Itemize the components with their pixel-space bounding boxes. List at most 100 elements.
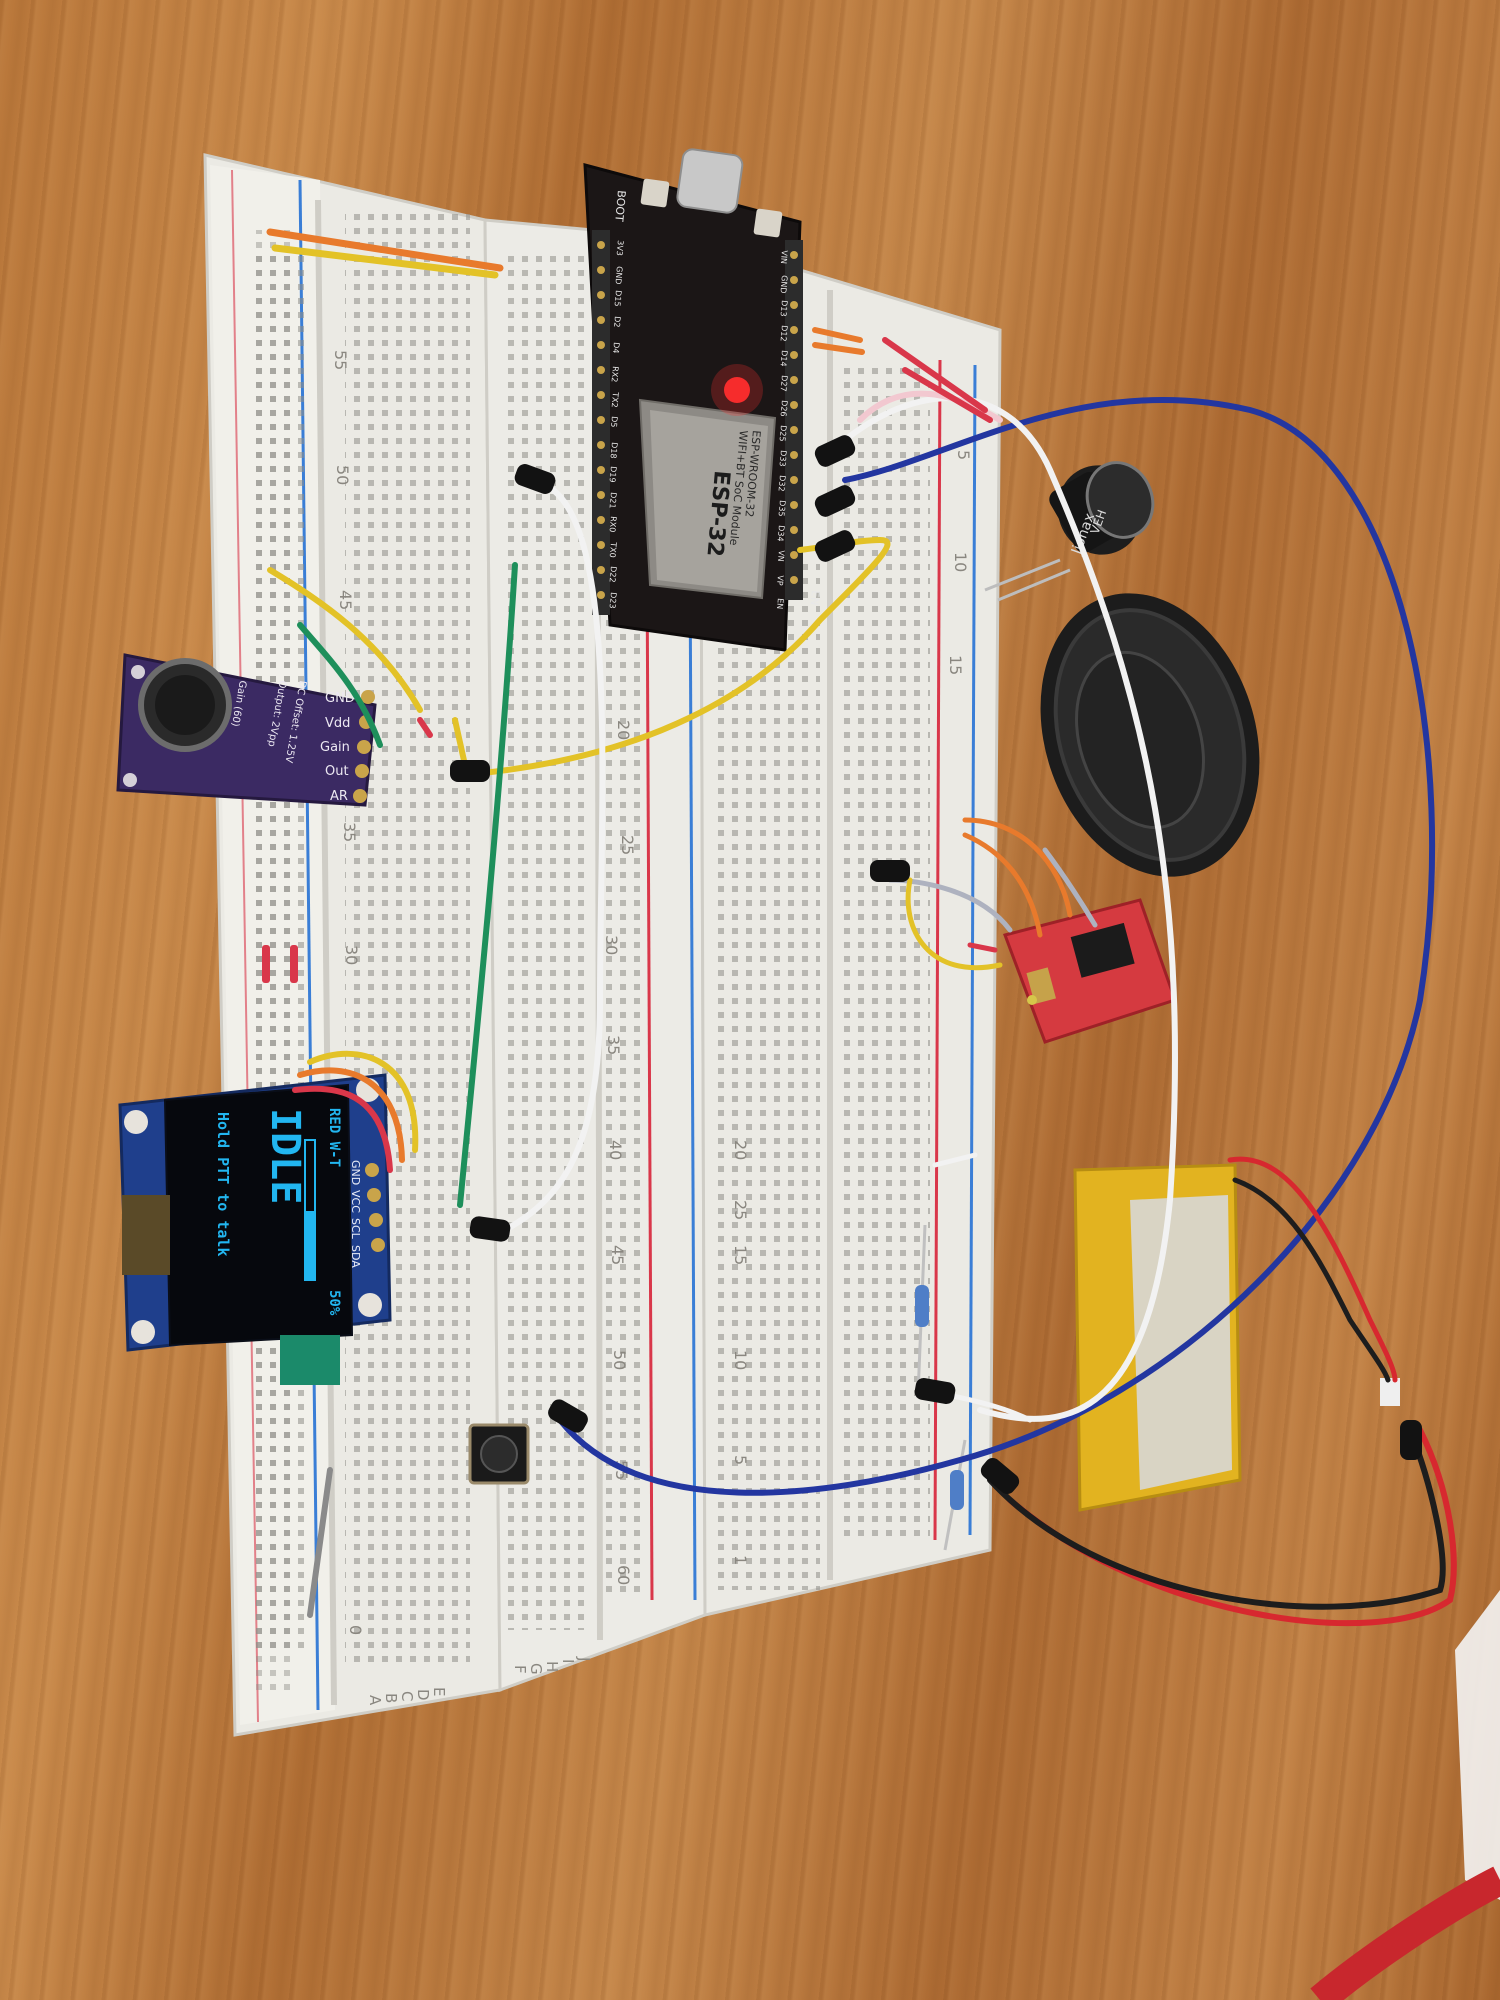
audio-amplifier-module bbox=[1003, 898, 1177, 1044]
mic-pin-gain: Gain bbox=[320, 740, 350, 755]
svg-text:D22: D22 bbox=[608, 566, 618, 583]
oled-status-top: RED W-T bbox=[326, 1108, 342, 1167]
column-letter: E bbox=[430, 1687, 448, 1696]
svg-text:RX2: RX2 bbox=[610, 366, 620, 383]
wire-blue-long bbox=[557, 396, 1435, 1496]
wire-connectors bbox=[450, 435, 1422, 1495]
column-letter: C bbox=[398, 1691, 416, 1701]
wire-green-long bbox=[457, 562, 518, 1208]
svg-text:EN: EN bbox=[775, 598, 785, 610]
svg-text:GND: GND bbox=[778, 275, 789, 294]
oled-screen bbox=[163, 1083, 354, 1347]
svg-text:D27: D27 bbox=[779, 375, 789, 392]
svg-text:GND: GND bbox=[613, 266, 624, 285]
amp-chip bbox=[1070, 922, 1135, 978]
svg-text:VCC: VCC bbox=[349, 1190, 362, 1213]
column-letter: J bbox=[575, 1656, 593, 1661]
svg-text:D15: D15 bbox=[613, 290, 623, 307]
svg-text:D32: D32 bbox=[777, 475, 787, 492]
wire-yellow-audio bbox=[457, 536, 891, 778]
row-number-labels: 55 50 45 40 35 30 25 20 15 10 5 0 bbox=[331, 350, 973, 1635]
oled-level-text: 50% bbox=[326, 1290, 342, 1316]
svg-text:3V3: 3V3 bbox=[615, 240, 625, 256]
row-number: 50 bbox=[610, 1350, 629, 1370]
svg-text:TX0: TX0 bbox=[608, 541, 618, 558]
row-number: 45 bbox=[608, 1245, 627, 1265]
svg-text:D18: D18 bbox=[609, 442, 619, 459]
row-number: 1 bbox=[731, 1555, 750, 1565]
oled-level-fill bbox=[306, 1211, 314, 1279]
svg-text:VIN: VIN bbox=[779, 250, 789, 265]
svg-text:SDA: SDA bbox=[349, 1245, 362, 1268]
svg-text:D14: D14 bbox=[779, 350, 789, 367]
row-number: 25 bbox=[731, 1200, 750, 1220]
column-letter: D bbox=[414, 1689, 432, 1701]
row-number: 10 bbox=[951, 552, 970, 572]
oled-level-bar bbox=[304, 1139, 316, 1281]
wire-white-right bbox=[842, 395, 1178, 1422]
row-number: 40 bbox=[606, 1140, 625, 1160]
mic-pin-vdd: Vdd bbox=[325, 716, 350, 731]
oled-hint-text: Hold PTT to talk bbox=[214, 1112, 232, 1257]
row-number: 50 bbox=[333, 465, 352, 485]
power-led bbox=[724, 377, 750, 403]
row-number: 0 bbox=[346, 1625, 365, 1635]
en-button[interactable] bbox=[753, 208, 783, 238]
svg-text:D21: D21 bbox=[608, 492, 618, 509]
wire-yellow-mic bbox=[267, 567, 423, 713]
svg-text:D23: D23 bbox=[608, 592, 618, 609]
mic-pin-ar: AR bbox=[330, 789, 348, 804]
column-letter: F bbox=[511, 1665, 529, 1674]
column-letter: G bbox=[527, 1663, 545, 1675]
esp32-left-pin-labels: 3V3 GND D15 D2 D4 RX2 TX2 D5 D18 D19 D21… bbox=[608, 240, 625, 609]
boot-label: BOOT bbox=[612, 190, 628, 223]
usb-c-port bbox=[676, 148, 744, 214]
plastic-box bbox=[1455, 1590, 1500, 1900]
wire-orange-top bbox=[266, 228, 504, 272]
wire-yellow-top bbox=[271, 244, 499, 279]
column-letter: A bbox=[366, 1695, 384, 1706]
svg-text:D26: D26 bbox=[779, 400, 789, 417]
oled-display-module: RED W-T IDLE Hold PTT to talk 50% GND VC… bbox=[118, 1073, 392, 1385]
right-row-number-labels: 60 55 50 45 40 35 30 25 20 15 10 5 1 bbox=[602, 935, 750, 1585]
red-cable bbox=[1310, 1866, 1500, 2000]
svg-text:D25: D25 bbox=[778, 425, 788, 442]
svg-text:D5: D5 bbox=[609, 416, 619, 428]
ptt-push-button[interactable] bbox=[468, 1423, 530, 1485]
esp32-board: ESP-32 WIFI+BT SoC Module ESP-WROOM-32 B… bbox=[583, 148, 822, 652]
row-number: 35 bbox=[604, 1035, 623, 1055]
row-number: 30 bbox=[602, 935, 621, 955]
row-number: 60 bbox=[614, 1565, 633, 1585]
row-number: 25 bbox=[618, 835, 637, 855]
oled-mode-text: IDLE bbox=[262, 1108, 308, 1204]
boot-button[interactable] bbox=[640, 178, 670, 208]
svg-text:D4: D4 bbox=[611, 342, 621, 354]
holes-area-3 bbox=[605, 560, 640, 1600]
row-number: 5 bbox=[954, 450, 973, 460]
row-number: 15 bbox=[946, 655, 965, 675]
rail-jumpers bbox=[262, 945, 298, 983]
svg-text:D12: D12 bbox=[779, 325, 789, 342]
row-number: 15 bbox=[731, 1245, 750, 1265]
row-number: 55 bbox=[331, 350, 350, 370]
row-number: 5 bbox=[731, 1455, 750, 1465]
row-number: 20 bbox=[731, 1140, 750, 1160]
row-number: 30 bbox=[342, 945, 361, 965]
svg-text:SCL: SCL bbox=[349, 1218, 362, 1240]
esp32-right-header bbox=[785, 240, 803, 600]
row-number: 35 bbox=[340, 822, 359, 842]
battery-connector bbox=[1380, 1378, 1400, 1406]
svg-text:VP: VP bbox=[775, 575, 785, 586]
holes-area-4 bbox=[715, 560, 820, 1590]
oled-tab bbox=[280, 1335, 340, 1385]
svg-text:VN: VN bbox=[776, 550, 786, 562]
esp32-right-pin-labels: VIN GND D13 D12 D14 D27 D26 D25 D33 D32 … bbox=[775, 250, 789, 610]
wire-white-long bbox=[502, 482, 606, 1233]
column-letter: I bbox=[559, 1659, 577, 1663]
holes-area-5 bbox=[840, 360, 930, 1540]
wire-battery-black bbox=[987, 1427, 1446, 1610]
wire-grey bbox=[307, 1467, 333, 1618]
svg-text:D33: D33 bbox=[778, 450, 788, 467]
column-letters: A B C D E F G H I J bbox=[366, 1656, 593, 1706]
